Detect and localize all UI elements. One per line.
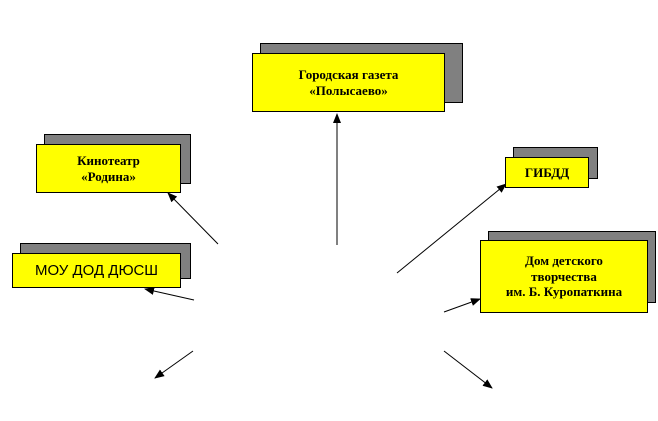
node-gazeta-label: Городская газета «Полысаево» (252, 53, 445, 112)
arrow-to-dyussh (144, 287, 195, 301)
node-gazeta: Городская газета «Полысаево» (252, 43, 463, 113)
node-dyussh: МОУ ДОД ДЮСШ (12, 243, 191, 289)
arrow-bottom-right (443, 350, 493, 389)
node-dyussh-label: МОУ ДОД ДЮСШ (12, 253, 181, 288)
node-gibdd-label: ГИБДД (505, 157, 589, 188)
node-kino: Кинотеатр «Родина» (36, 134, 191, 194)
node-ddt-label: Дом детского творчества им. Б. Куропатки… (480, 240, 648, 313)
node-gibdd: ГИБДД (505, 147, 598, 189)
arrow-bottom-left (154, 350, 194, 379)
arrow-to-ddt (443, 298, 481, 313)
arrow-to-kino (167, 192, 219, 245)
node-ddt: Дом детского творчества им. Б. Куропатки… (480, 231, 656, 313)
node-kino-label: Кинотеатр «Родина» (36, 144, 181, 193)
